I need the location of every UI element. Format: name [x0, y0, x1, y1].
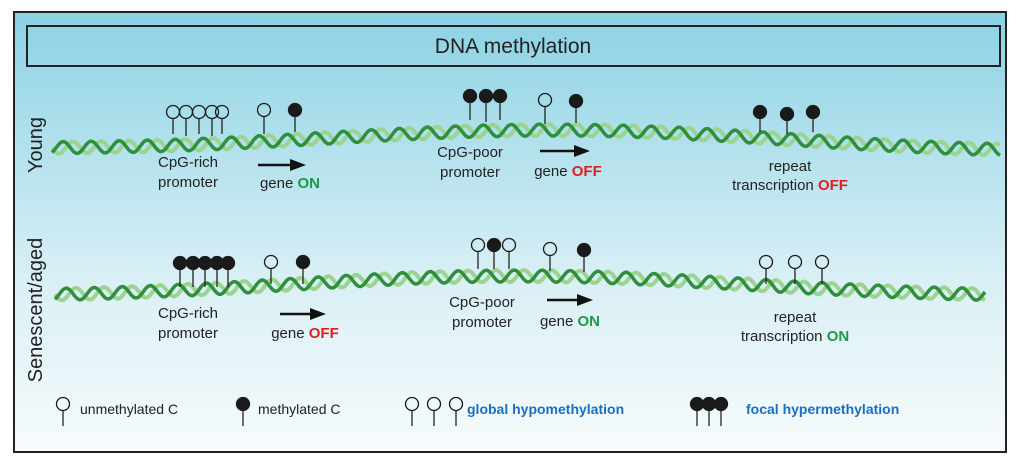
- legend-global-icon-1-head: [426, 396, 442, 412]
- methylation-marks: [165, 88, 830, 287]
- sen-gene2-state: ON: [578, 313, 601, 330]
- young-gene2-state: OFF: [572, 163, 602, 180]
- unmethylated-c-28-head: [787, 254, 803, 270]
- sen-gene-state: OFF: [309, 325, 339, 342]
- young-gene2-label: gene OFF: [534, 163, 602, 180]
- legend-focal-icon-1-head: [701, 396, 717, 412]
- methylated-c-17-head: [197, 255, 213, 271]
- legend-focal-icon-0-head: [689, 396, 705, 412]
- legend-marks: [55, 396, 729, 426]
- methylated-c-11-head: [568, 93, 584, 109]
- gene-arrow-head-1: [574, 145, 590, 157]
- methylated-c-21-head: [295, 254, 311, 270]
- unmethylated-c-4-head: [214, 104, 230, 120]
- methylated-c-15-head: [172, 255, 188, 271]
- title-box: [26, 25, 1001, 67]
- legend-global-icon-0-head: [404, 396, 420, 412]
- methylated-c-16-head: [185, 255, 201, 271]
- unmethylated-c-29-head: [814, 254, 830, 270]
- young-gene-label: gene ON: [260, 175, 320, 192]
- unmethylated-c-10-head: [537, 92, 553, 108]
- sen-gene2-label: gene ON: [540, 313, 600, 330]
- methylated-c-6-head: [287, 102, 303, 118]
- gene-arrow-head-0: [290, 159, 306, 171]
- legend-global-hypomethylation: global hypomethylation: [467, 401, 624, 417]
- unmethylated-c-27-head: [758, 254, 774, 270]
- young-repeat-state: OFF: [818, 177, 848, 194]
- young-dna-strand-dark: [50, 122, 1001, 157]
- sen-cpg-rich-label: CpG-rich: [158, 305, 218, 322]
- panel-background: [13, 11, 1007, 453]
- gene-arrow-head-2: [310, 308, 326, 320]
- methylated-c-9-head: [492, 88, 508, 104]
- row-label-young: Young: [25, 117, 47, 173]
- young-dna-strand-light: [50, 122, 1002, 158]
- young-repeat-label2: transcription OFF: [732, 177, 848, 194]
- unmethylated-c-5-head: [256, 102, 272, 118]
- sen-gene-label: gene OFF: [271, 325, 339, 342]
- legend-focal-icon-2-head: [713, 396, 729, 412]
- methylated-c-12-head: [752, 104, 768, 120]
- legend-global-icon-2-head: [448, 396, 464, 412]
- gene-arrow-head-3: [577, 294, 593, 306]
- methylated-c-8-head: [478, 88, 494, 104]
- young-gene-state: ON: [298, 175, 321, 192]
- methylated-c-23-head: [486, 237, 502, 253]
- sen-cpg-poor-label2: promoter: [452, 314, 512, 331]
- unmethylated-c-20-head: [263, 254, 279, 270]
- title: DNA methylation: [435, 35, 591, 58]
- methylated-c-19-head: [220, 255, 236, 271]
- methylated-c-26-head: [576, 242, 592, 258]
- young-cpg-poor-label2: promoter: [440, 164, 500, 181]
- sen-repeat-state: ON: [827, 328, 850, 345]
- methylated-c-13-head: [779, 106, 795, 122]
- sen-repeat-label: repeat: [774, 309, 817, 326]
- unmethylated-c-22-head: [470, 237, 486, 253]
- legend-methylated: methylated C: [258, 401, 340, 417]
- unmethylated-c-3-head: [204, 104, 220, 120]
- sen-repeat-label2: transcription ON: [741, 328, 849, 345]
- methylated-c-14-head: [805, 104, 821, 120]
- legend-methylated-icon-head: [235, 396, 251, 412]
- legend-unmethylated: unmethylated C: [80, 401, 178, 417]
- gene-arrows: [258, 145, 593, 320]
- dna-strands: [50, 122, 1002, 303]
- young-cpg-poor-label: CpG-poor: [437, 144, 503, 161]
- legend-unmethylated-icon-head: [55, 396, 71, 412]
- unmethylated-c-24-head: [501, 237, 517, 253]
- sen-cpg-rich-label2: promoter: [158, 325, 218, 342]
- legend-focal-hypermethylation: focal hypermethylation: [746, 401, 899, 417]
- sen-cpg-poor-label: CpG-poor: [449, 294, 515, 311]
- unmethylated-c-25-head: [542, 241, 558, 257]
- row-label-senescent: Senescent/aged: [25, 238, 47, 383]
- senescent-dna-strand-dark: [53, 268, 987, 302]
- methylated-c-7-head: [462, 88, 478, 104]
- young-repeat-label: repeat: [769, 158, 812, 175]
- young-cpg-rich-label: CpG-rich: [158, 154, 218, 171]
- young-cpg-rich-label2: promoter: [158, 174, 218, 191]
